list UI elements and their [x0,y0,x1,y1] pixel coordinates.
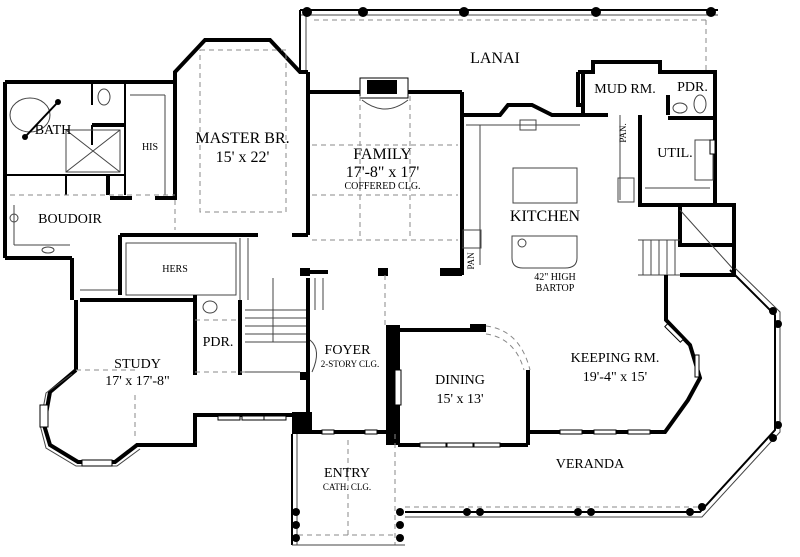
rear-stair [638,203,736,277]
room-label-veranda: VERANDA [555,457,625,472]
room-label-foyer: FOYER [324,343,371,358]
room-dims-study: 17' x 17'-8" [105,374,170,389]
room-label-his: HIS [141,142,159,153]
master-suite-walls [3,38,310,302]
family-room-walls [300,77,464,276]
keeping-room-walls [528,275,703,435]
room-note-foyer: 2-STORY CLG. [320,359,380,369]
room-note-family: COFFERED CLG. [344,181,421,192]
room-label-family: FAMILY [353,146,412,163]
room-note-entry: CATH. CLG. [322,482,372,492]
room-label-mud-rm: MUD RM. [594,82,656,97]
room-label-bath: BATH [34,123,72,138]
kitchen-walls [462,72,585,269]
main-stair [245,278,324,380]
room-label-entry: ENTRY [324,466,370,481]
room-label-boudoir: BOUDOIR [38,212,102,227]
room-label-pdr-lower: PDR. [202,335,234,350]
dining-room-walls [386,324,531,448]
room-label-study: STUDY [114,357,161,372]
lanai-porch [299,7,718,72]
room-note-kitchen-line1: 42" HIGH [534,272,576,283]
mud-util-walls [576,60,717,207]
room-note-kitchen-line2: BARTOP [535,283,575,294]
room-dims-dining: 15' x 13' [436,392,484,407]
room-dims-keeping-rm: 19'-4" x 15' [582,370,648,385]
room-dims-master-br: 15' x 22' [215,149,270,166]
room-label-keeping-rm: KEEPING RM. [570,351,660,366]
veranda-porch [405,267,782,518]
room-label-dining: DINING [435,373,485,388]
room-label-kitchen: KITCHEN [509,208,581,225]
room-label-pan-lower: PAN [466,252,477,270]
room-label-master-br: MASTER BR. [195,130,290,147]
room-label-pan-upper: PAN. [618,123,629,143]
entry-porch [291,434,405,546]
room-label-util: UTIL. [657,146,693,161]
room-label-lanai: LANAI [470,50,520,67]
study-walls [39,295,300,467]
foyer-walls [292,275,390,435]
room-label-pdr-upper: PDR. [677,80,708,95]
room-label-hers: HERS [162,264,188,275]
room-dims-family: 17'-8" x 17' [345,164,420,181]
